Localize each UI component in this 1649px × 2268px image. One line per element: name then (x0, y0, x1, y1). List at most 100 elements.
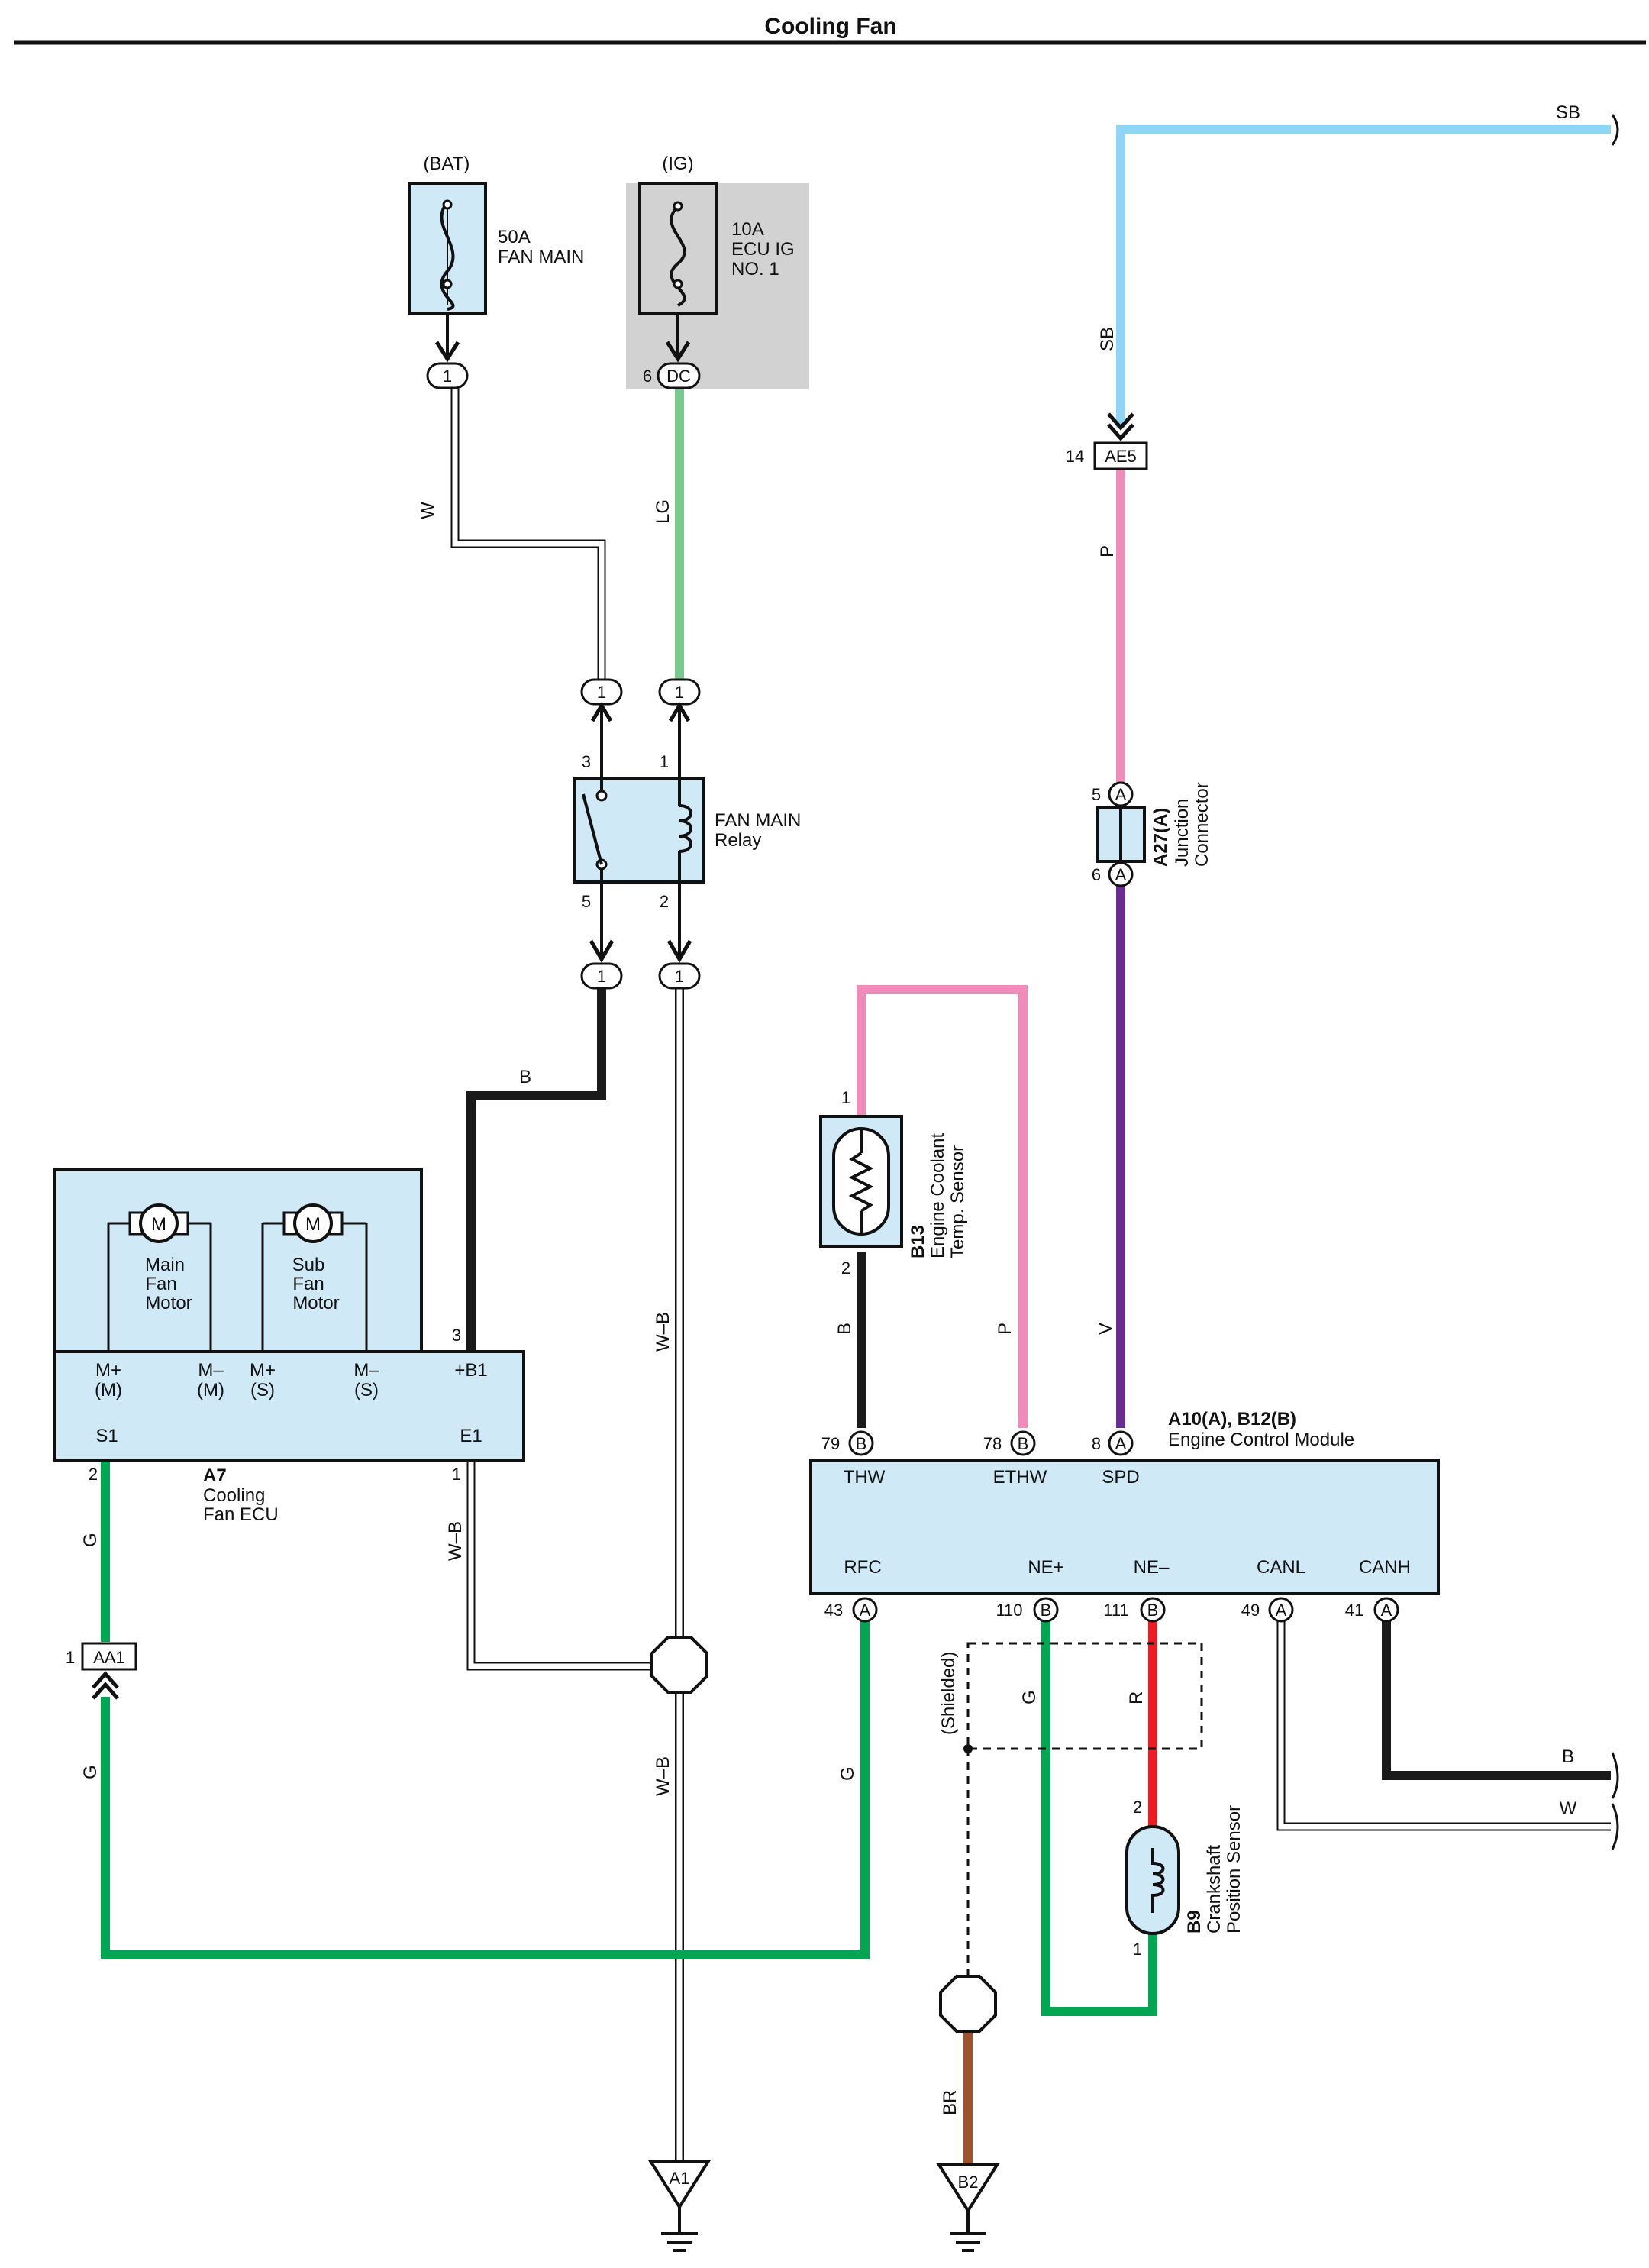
crank-pin-top: 2 (1133, 1798, 1142, 1817)
sub-motor-label-1: Sub (292, 1255, 325, 1275)
aa1-pin: 1 (66, 1648, 75, 1667)
ae5-arrow-icon (1107, 412, 1134, 441)
svg-text:A: A (1276, 1601, 1287, 1620)
svg-text:49: 49 (1241, 1601, 1260, 1620)
relay-arrow-icon-3 (589, 939, 615, 963)
ig-label: (IG) (662, 153, 693, 174)
relay-arrow-icon-4 (666, 939, 692, 963)
svg-text:41: 41 (1345, 1601, 1363, 1620)
wire-label-g-rfc: G (837, 1766, 858, 1781)
svg-text:SPD: SPD (1102, 1467, 1139, 1488)
coil-icon (1151, 1848, 1165, 1913)
svg-text:B: B (1018, 1434, 1029, 1453)
coolant-sensor-name-2: Temp. Sensor (947, 1145, 968, 1258)
svg-text:1: 1 (675, 967, 684, 986)
wire-label-g-s1: G (80, 1533, 101, 1547)
svg-text:(S): (S) (250, 1380, 275, 1401)
terminal-b1: +B1 (454, 1360, 487, 1381)
bat-connector (426, 362, 469, 389)
svg-text:M: M (151, 1214, 166, 1235)
junction-name-1: Junction (1172, 799, 1192, 867)
svg-text:79: 79 (821, 1434, 840, 1453)
svg-text:A: A (1115, 865, 1127, 884)
wire-label-wb-upper: W–B (653, 1312, 673, 1352)
ig-fuse-amp: 10A (731, 219, 764, 240)
ecu-name-2: Fan ECU (203, 1504, 279, 1525)
ae5-pin: 14 (1066, 447, 1084, 466)
thermistor-icon (848, 1152, 874, 1213)
relay-pin-2: 2 (660, 892, 669, 911)
aa1-connector (81, 1642, 137, 1671)
ecm-terminal-ne-plus: NE+ B 110 (996, 1557, 1064, 1623)
crank-sensor-name-1: Crankshaft (1204, 1845, 1225, 1934)
coolant-pin-top: 1 (841, 1088, 850, 1107)
svg-text:NE–: NE– (1134, 1557, 1170, 1578)
svg-text:ETHW: ETHW (993, 1467, 1047, 1488)
ecm-terminal-ethw: B 78 ETHW (983, 1430, 1047, 1488)
ecm-terminal-canh: CANH A 41 (1345, 1557, 1411, 1623)
ground-a1: A1 (647, 2160, 712, 2252)
wire-g-ne (1041, 1619, 1157, 2016)
svg-text:(M): (M) (197, 1380, 224, 1401)
ecu-name-1: Cooling (203, 1485, 265, 1506)
svg-text:THW: THW (844, 1467, 886, 1488)
svg-text:B: B (1147, 1601, 1159, 1620)
svg-text:A: A (860, 1601, 871, 1620)
wire-label-g-aa1: G (80, 1765, 101, 1779)
engine-control-module (809, 1459, 1440, 1595)
fuse-icon-ig (670, 205, 686, 307)
shielded-label: (Shielded) (938, 1652, 959, 1735)
svg-text:(M): (M) (95, 1380, 122, 1401)
splice-br (939, 1975, 997, 2033)
splice-wb (650, 1636, 708, 1694)
svg-text:43: 43 (824, 1601, 843, 1620)
wire-label-br: BR (940, 2090, 960, 2115)
ecm-terminal-rfc: RFC A 43 (824, 1557, 882, 1623)
wire-label-b-thw: B (834, 1323, 855, 1335)
svg-text:CANH: CANH (1359, 1557, 1411, 1578)
svg-text:B: B (1041, 1601, 1052, 1620)
shield-box (966, 1642, 1203, 1750)
coolant-pin-bottom: 2 (841, 1258, 850, 1278)
pin-b1: 3 (452, 1326, 461, 1345)
terminal-s1: S1 (95, 1426, 118, 1446)
relay-connector-bottom-right (658, 962, 701, 990)
wire-label-p-ae5: P (1097, 545, 1118, 557)
relay-name-1: FAN MAIN (715, 810, 801, 831)
wire-can-end-curl (1611, 1752, 1619, 1850)
wire-wb-e1 (466, 1460, 658, 1671)
svg-text:78: 78 (983, 1434, 1002, 1453)
wire-label-sb-top: SB (1556, 102, 1580, 123)
svg-text:8: 8 (1092, 1434, 1101, 1453)
wire-label-g-ne: G (1019, 1690, 1040, 1704)
svg-text:B2: B2 (958, 2173, 979, 2192)
main-motor-label-2: Fan (145, 1274, 176, 1294)
wire-g-rfc (101, 1619, 870, 1959)
sub-motor-label-2: Fan (292, 1274, 324, 1294)
wire-label-r-ne: R (1126, 1691, 1147, 1704)
junction-id: A27(A) (1150, 808, 1171, 867)
relay-pin-3: 3 (582, 752, 591, 771)
svg-text:DC: DC (666, 367, 691, 386)
terminal-mp-m: M+ (95, 1360, 121, 1381)
coolant-sensor-id: B13 (908, 1225, 928, 1258)
wire-w-canl (1276, 1619, 1611, 1831)
bat-fuse-name: FAN MAIN (498, 247, 584, 267)
fan-main-relay (573, 777, 705, 884)
svg-text:A: A (1115, 1434, 1127, 1453)
cooling-fan-ecu (53, 1350, 525, 1462)
ecm-name: Engine Control Module (1168, 1430, 1354, 1450)
relay-switch-icon (582, 793, 603, 865)
svg-text:110: 110 (996, 1601, 1022, 1620)
ecm-terminal-canl: CANL A 49 (1241, 1557, 1305, 1623)
crank-sensor-name-2: Position Sensor (1224, 1805, 1244, 1934)
crank-sensor-id: B9 (1184, 1910, 1205, 1934)
svg-text:RFC: RFC (844, 1557, 881, 1578)
cooling-fan-motor-housing (53, 1168, 423, 1355)
wire-p-ethw (857, 985, 1028, 1428)
svg-text:A: A (1381, 1601, 1392, 1620)
ecm-id: A10(A), B12(B) (1168, 1409, 1296, 1430)
wire-label-lg: LG (653, 499, 673, 524)
ecm-terminal-thw: B 79 THW (821, 1430, 886, 1488)
svg-text:1: 1 (597, 967, 606, 986)
